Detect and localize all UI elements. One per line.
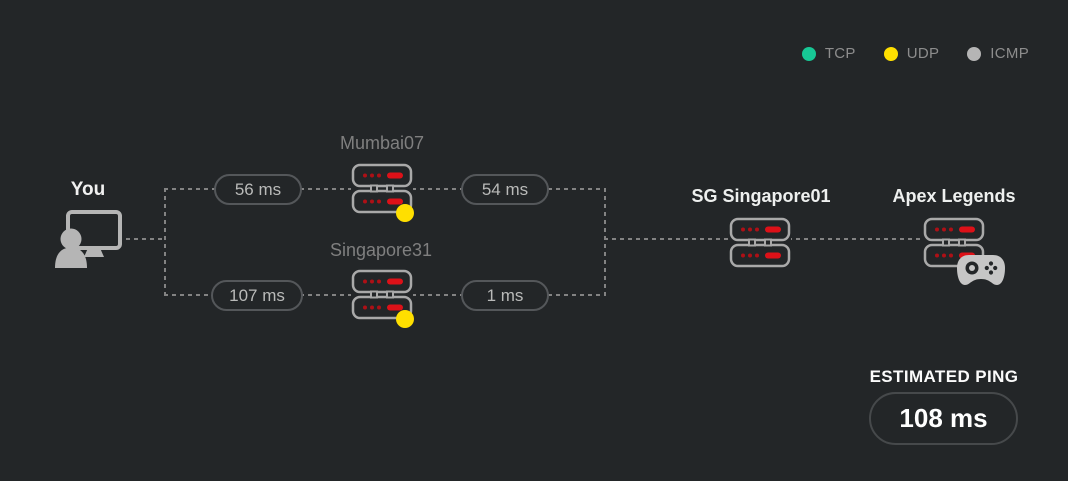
exit-server-label: SG Singapore01 — [691, 186, 831, 206]
udp-indicator-dot — [396, 310, 414, 328]
udp-indicator-dot — [396, 204, 414, 222]
icmp-dot-icon — [967, 46, 982, 61]
legend-label-udp: UDP — [906, 45, 940, 62]
line-branch-merge — [604, 188, 606, 297]
protocol-legend: TCP UDP ICMP — [801, 45, 1029, 62]
legend-item-udp: UDP — [883, 45, 940, 62]
gamepad-icon — [957, 255, 1005, 285]
line-you-to-branch — [118, 238, 166, 240]
tcp-dot-icon — [801, 46, 816, 61]
hop-latency-pill-singapore-in: 107 ms — [211, 280, 303, 311]
game-label: Apex Legends — [892, 186, 1016, 206]
legend-item-icmp: ICMP — [967, 45, 1029, 62]
udp-dot-icon — [883, 46, 898, 61]
route-server-label-mumbai: Mumbai07 — [339, 133, 425, 153]
legend-label-tcp: TCP — [824, 45, 856, 62]
server-rack-icon-singapore — [351, 268, 414, 328]
hop-latency-pill-mumbai-out: 54 ms — [461, 174, 549, 205]
legend-item-tcp: TCP — [801, 45, 856, 62]
server-rack-icon-mumbai — [351, 162, 414, 222]
line-branch-split — [164, 188, 166, 297]
hop-latency-pill-mumbai-in: 56 ms — [214, 174, 302, 205]
you-label: You — [70, 179, 106, 200]
route-server-label-singapore: Singapore31 — [329, 240, 433, 260]
hop-latency-pill-singapore-out: 1 ms — [461, 280, 549, 311]
person-computer-icon — [55, 210, 122, 268]
server-rack-icon-exit — [729, 216, 791, 269]
server-rack-icon-game — [923, 216, 985, 269]
estimated-ping-value: 108 ms — [869, 392, 1018, 445]
estimated-ping-title: ESTIMATED PING — [869, 367, 1019, 386]
legend-label-icmp: ICMP — [990, 45, 1029, 62]
